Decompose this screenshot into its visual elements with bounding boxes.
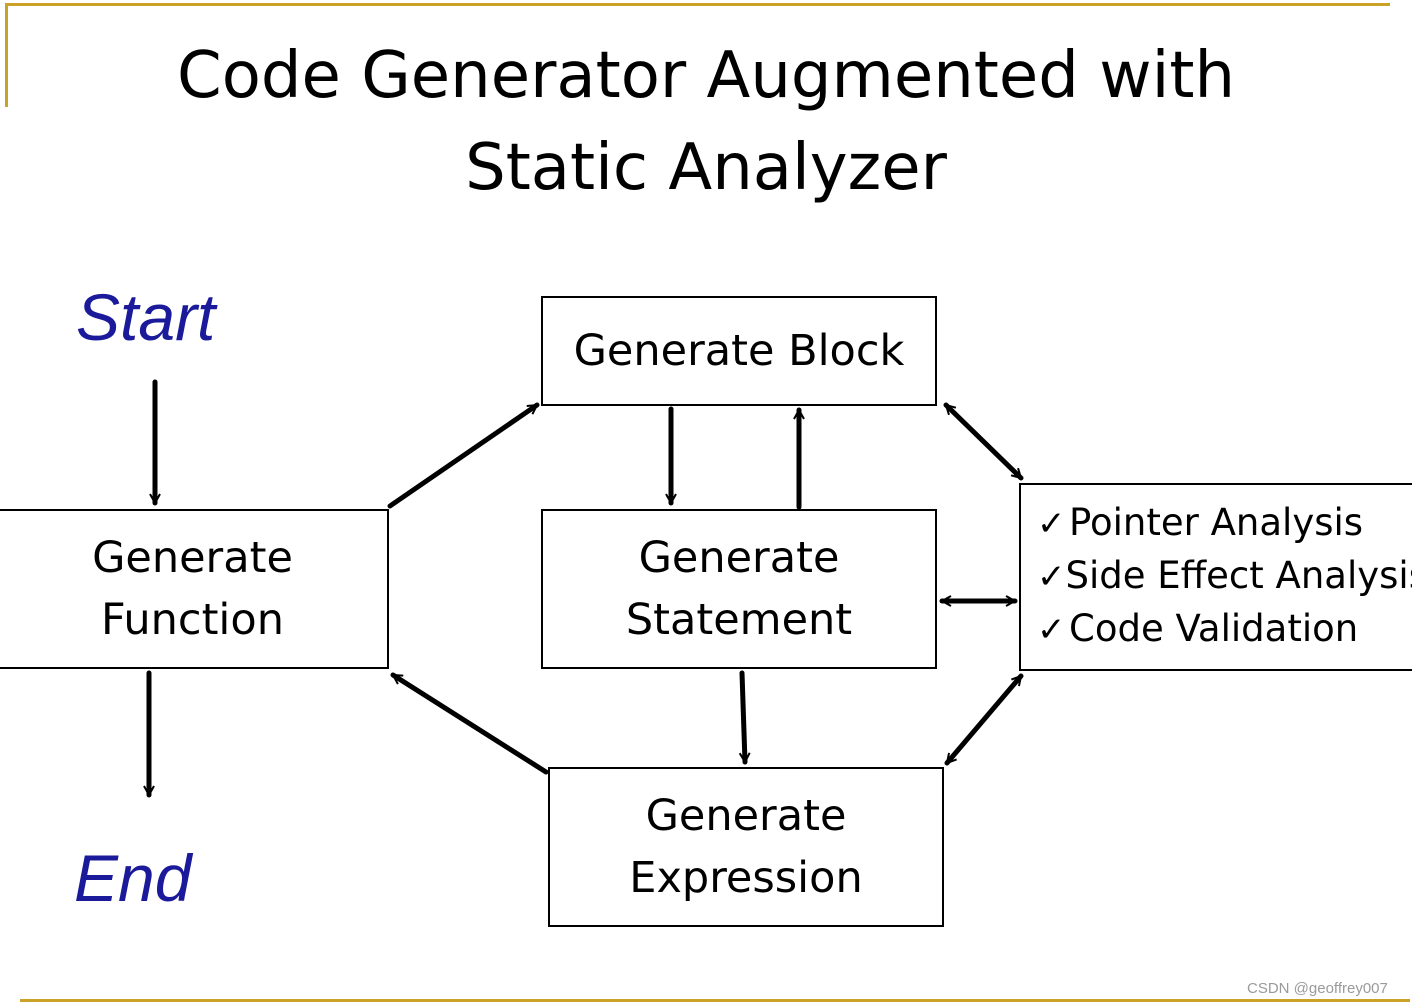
slide-title-line-2: Static Analyzer bbox=[465, 131, 947, 205]
generate-block-label: Generate Block bbox=[573, 326, 905, 376]
analysis-item-label: Code Validation bbox=[1069, 607, 1359, 650]
arrow-expression-analyzer bbox=[944, 673, 1024, 766]
generate-function-label-line-2: Function bbox=[101, 595, 284, 645]
generate-block-node: Generate Block bbox=[541, 296, 937, 406]
generate-function-label-line-1: Generate bbox=[92, 533, 293, 583]
analysis-item: ✓ Code Validation bbox=[1037, 603, 1412, 656]
arrow-expression-to-function bbox=[390, 672, 549, 775]
arrow-function-to-block bbox=[387, 402, 540, 509]
end-label: End bbox=[74, 841, 192, 915]
watermark: CSDN @geoffrey007 bbox=[1247, 980, 1388, 997]
slide-title: Code Generator Augmented with Static Ana… bbox=[0, 30, 1412, 214]
generate-expression-label-line-1: Generate bbox=[645, 791, 847, 841]
checkmark-icon: ✓ bbox=[1037, 504, 1066, 544]
generate-function-node: Generate Function bbox=[0, 509, 389, 669]
analysis-item: ✓ Side Effect Analysis bbox=[1037, 550, 1412, 603]
top-border-line bbox=[6, 3, 1390, 6]
left-border-line bbox=[5, 3, 8, 107]
arrow-statement-to-expression bbox=[742, 670, 745, 765]
checkmark-icon: ✓ bbox=[1037, 557, 1066, 597]
analysis-item-label: Pointer Analysis bbox=[1069, 501, 1364, 544]
checkmark-icon: ✓ bbox=[1037, 610, 1066, 650]
bottom-border-line bbox=[20, 999, 1410, 1002]
arrow-block-analyzer bbox=[943, 402, 1024, 481]
generate-statement-label-line-1: Generate bbox=[638, 533, 840, 583]
generate-expression-node: Generate Expression bbox=[548, 767, 944, 927]
generate-statement-node: Generate Statement bbox=[541, 509, 937, 669]
analysis-item: ✓ Pointer Analysis bbox=[1037, 497, 1412, 550]
analysis-item-label: Side Effect Analysis bbox=[1065, 554, 1412, 597]
start-label: Start bbox=[76, 280, 216, 354]
slide-title-line-1: Code Generator Augmented with bbox=[177, 39, 1235, 113]
generate-statement-label-line-2: Statement bbox=[625, 595, 853, 645]
static-analyzer-node: ✓ Pointer Analysis ✓ Side Effect Analysi… bbox=[1019, 483, 1412, 671]
generate-expression-label-line-2: Expression bbox=[629, 853, 863, 903]
